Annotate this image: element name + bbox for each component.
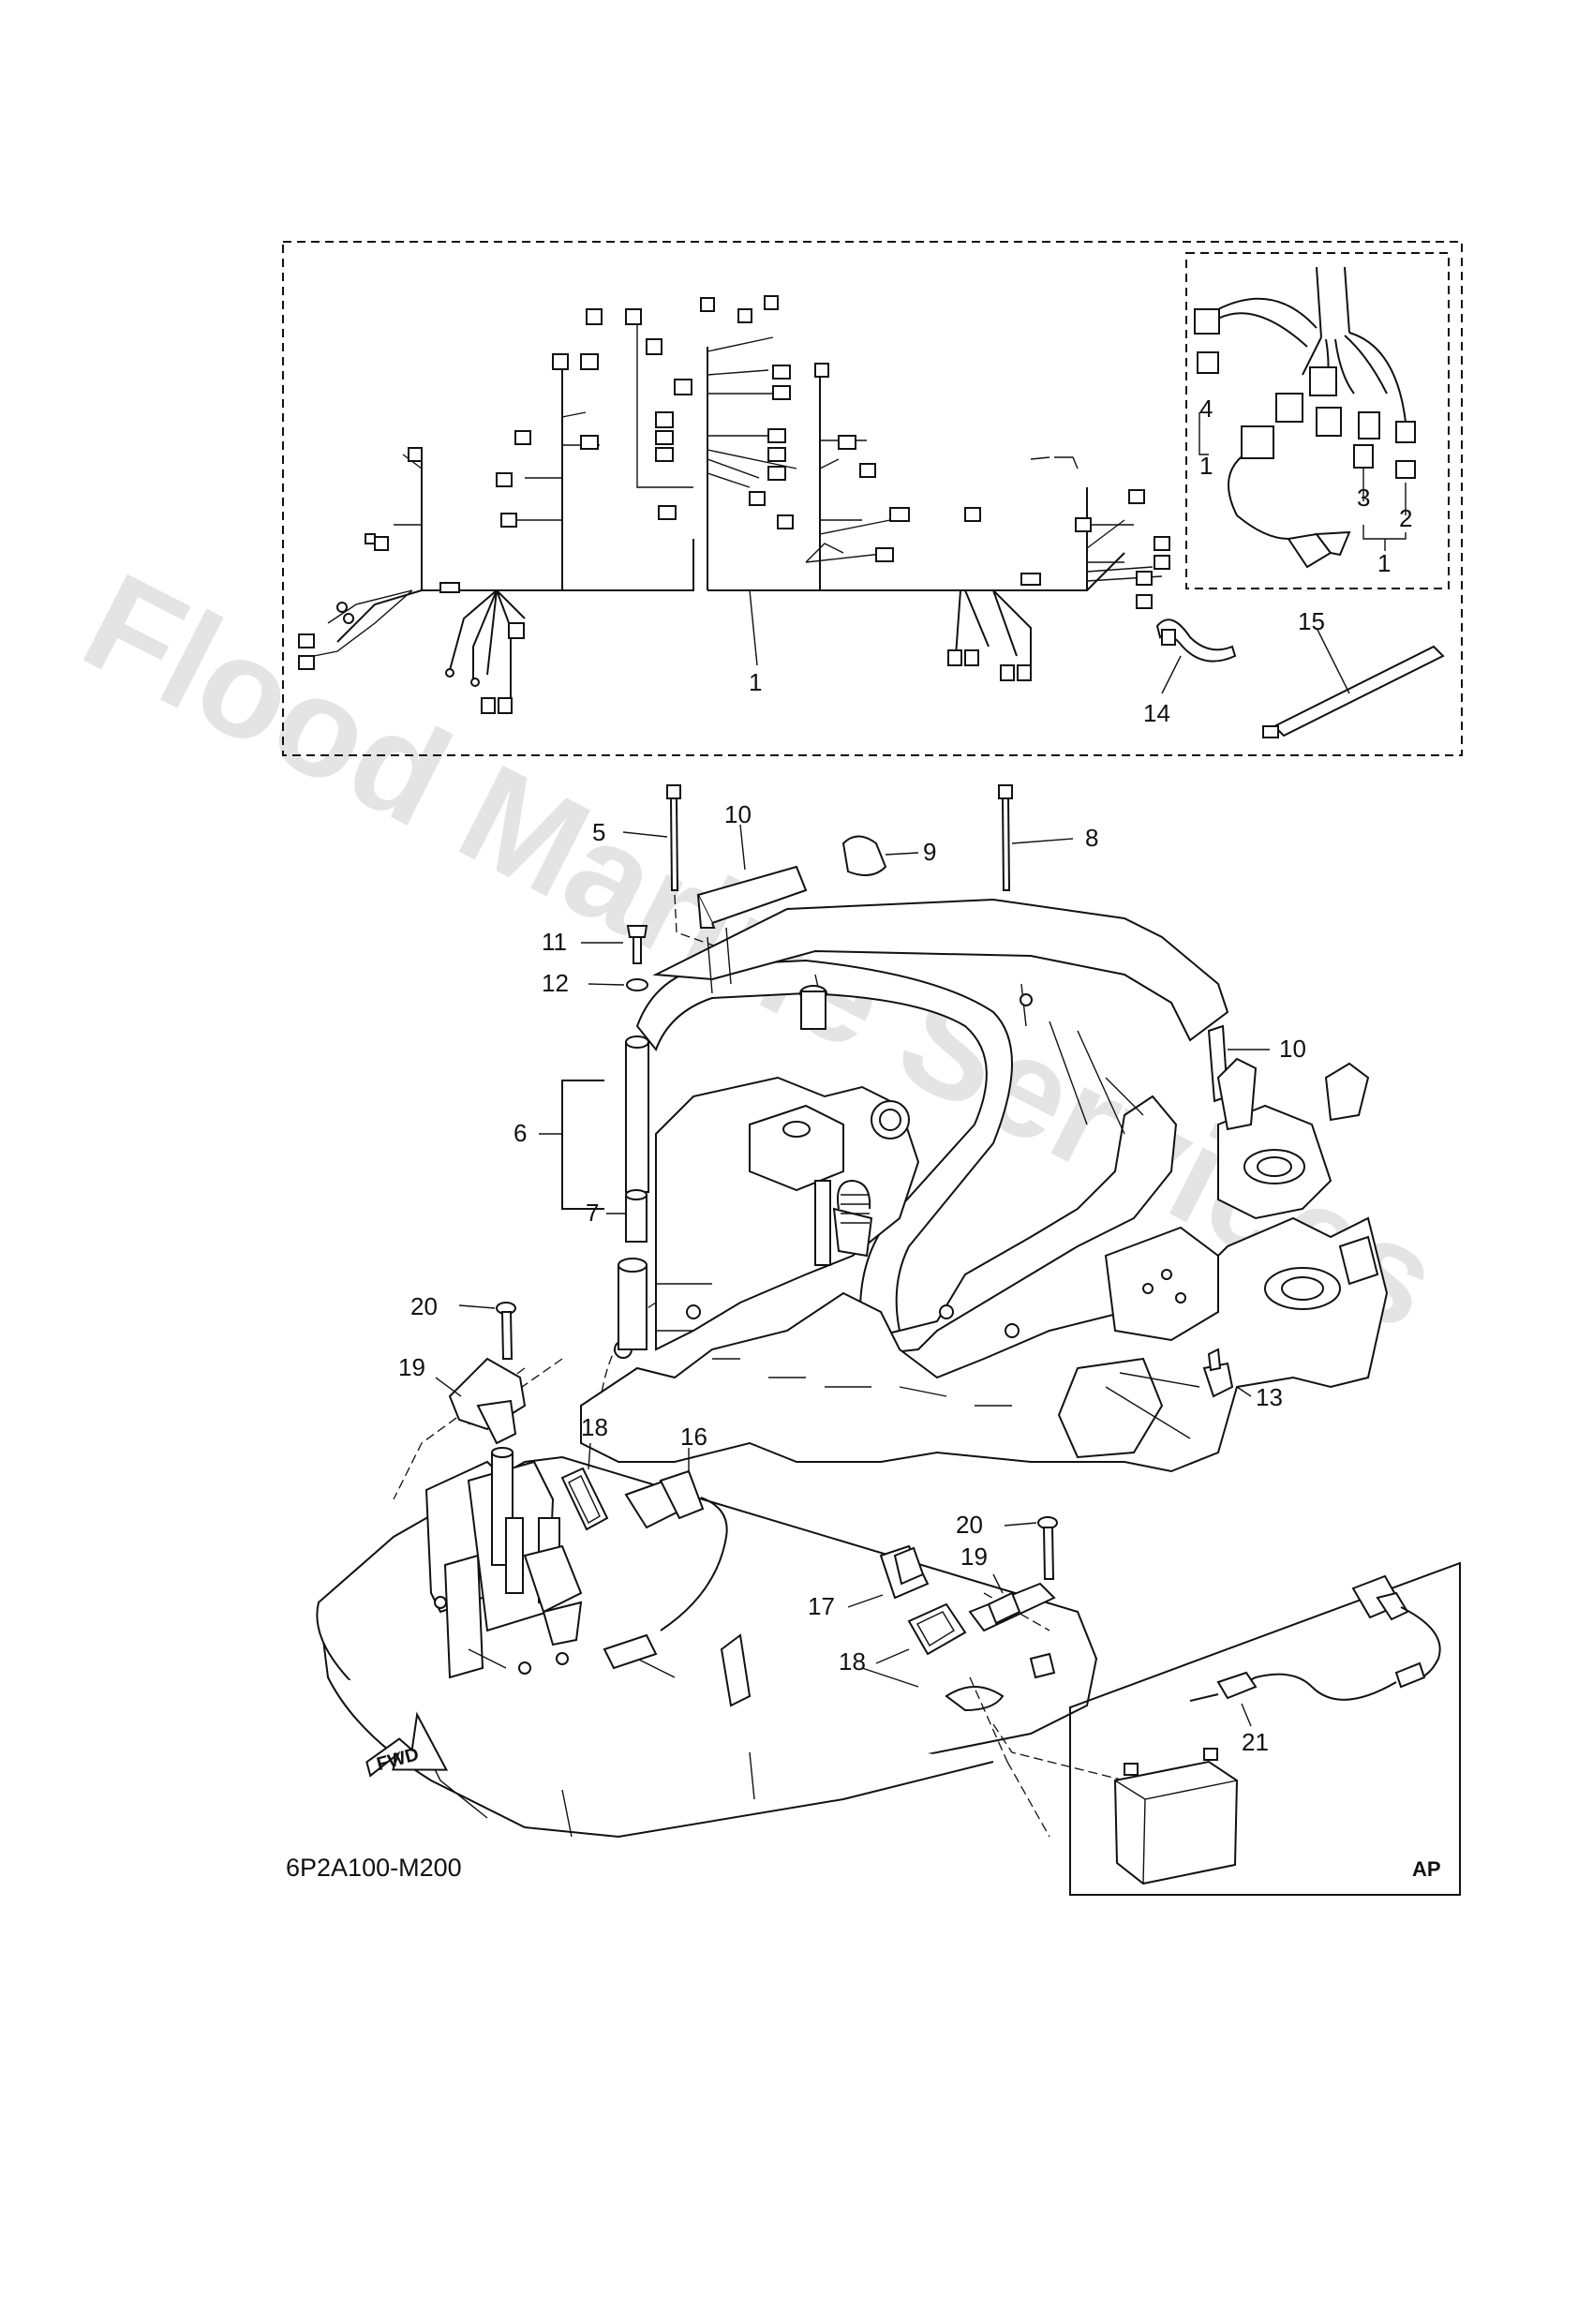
diagram-code: 6P2A100-M200 — [286, 1854, 462, 1882]
callout-19-left: 19 — [398, 1353, 425, 1381]
callout-1-inset-right: 1 — [1377, 549, 1391, 577]
callout-10-right: 10 — [1279, 1035, 1306, 1063]
callout-20-right: 20 — [956, 1511, 983, 1539]
engine-assembly: 5 8 10 9 10 11 12 6 7 — [514, 784, 1389, 1473]
callout-17: 17 — [808, 1592, 835, 1620]
part-15-cable-tie: 15 — [1262, 607, 1445, 738]
callout-13: 13 — [1256, 1383, 1283, 1411]
battery-panel: 21 AP — [1069, 1561, 1461, 1896]
inset-harness: 4 1 3 2 1 — [1194, 266, 1416, 577]
callout-14: 14 — [1143, 699, 1170, 727]
callout-5: 5 — [592, 818, 605, 846]
callout-7: 7 — [586, 1199, 599, 1227]
callout-18-right: 18 — [839, 1647, 866, 1676]
callout-11: 11 — [542, 928, 567, 956]
callout-16: 16 — [680, 1423, 707, 1451]
forward-arrow-icon: FWD — [365, 1711, 449, 1778]
callout-1-inset-left: 1 — [1199, 452, 1213, 480]
callout-10-left: 10 — [724, 800, 752, 828]
callout-21: 21 — [1242, 1728, 1269, 1756]
callout-19-right: 19 — [960, 1542, 988, 1571]
callout-1-harness: 1 — [749, 668, 762, 696]
callout-8: 8 — [1085, 824, 1098, 852]
callout-12: 12 — [542, 969, 569, 997]
bottom-cowling: 18 16 20 19 17 18 19 20 — [286, 1292, 1125, 1882]
callout-20-left: 20 — [410, 1292, 438, 1320]
callout-9: 9 — [923, 838, 936, 866]
callout-6: 6 — [514, 1119, 527, 1147]
battery-box-label: AP — [1412, 1857, 1441, 1881]
part-14-clamp: 14 — [1143, 618, 1237, 727]
callout-18-left: 18 — [581, 1413, 608, 1441]
harness-panel: 1 4 1 3 2 1 — [282, 241, 1463, 756]
callout-2: 2 — [1399, 504, 1412, 532]
callout-3: 3 — [1357, 484, 1370, 512]
callout-4: 4 — [1199, 395, 1213, 423]
callout-15: 15 — [1298, 607, 1325, 635]
